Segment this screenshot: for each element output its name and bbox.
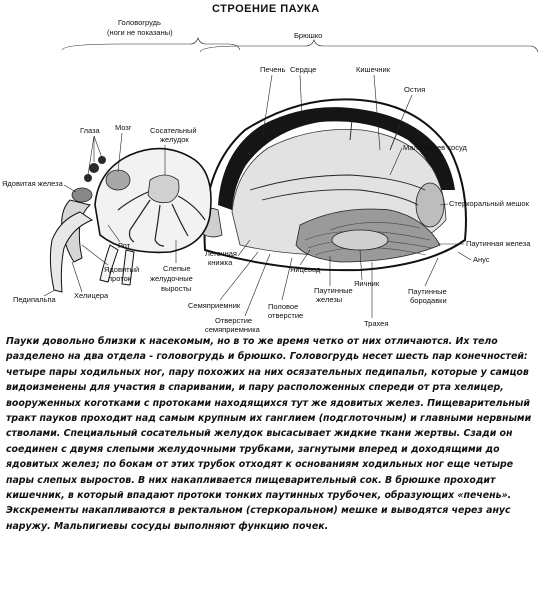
label-blind-outgrowths-2: желудочные xyxy=(150,274,193,283)
label-genital-opening-2: отверстие xyxy=(268,311,303,320)
blind-outgrowths xyxy=(117,191,206,247)
label-oviduct: Яйцевод xyxy=(290,265,321,274)
label-book-lung-1: Легочная xyxy=(205,249,237,258)
stercoral-sac xyxy=(415,182,445,228)
label-anus: Анус xyxy=(473,255,490,264)
label-blind-outgrowths-3: выросты xyxy=(161,284,191,293)
label-receptacle-opening-2: семяприемника xyxy=(205,325,261,334)
abdomen-bracket xyxy=(199,39,539,53)
label-silk-glands-2: железы xyxy=(316,295,342,304)
label-receptacle: Семяприемник xyxy=(188,301,241,310)
label-heart: Сердце xyxy=(290,65,316,74)
label-spinnerets-2: бородавки xyxy=(410,296,447,305)
legs-stubs xyxy=(99,244,135,286)
diagram-title: СТРОЕНИЕ ПАУКА xyxy=(212,3,320,15)
abdomen-label: Брюшко xyxy=(294,31,322,40)
label-liver: Печень xyxy=(260,65,286,74)
label-spinning-gland: Паутинная железа xyxy=(466,239,531,248)
heart-band xyxy=(218,107,455,210)
spider-body xyxy=(49,98,467,293)
label-sucking-stomach-2: желудок xyxy=(160,135,189,144)
label-book-lung-2: книжка xyxy=(208,258,233,267)
label-malpighian: Мальпигиев сосуд xyxy=(403,143,467,152)
label-pedipalp: Педипальпа xyxy=(13,295,57,304)
label-mouth: Рот xyxy=(118,241,131,250)
description-paragraph: Пауки довольно близки к насекомым, но в … xyxy=(6,336,532,532)
eyes xyxy=(84,156,106,182)
label-silk-glands-1: Паутинные xyxy=(314,286,353,295)
cephalothorax-note: (ноги не показаны) xyxy=(107,28,173,37)
label-ostia: Остия xyxy=(404,85,425,94)
label-stercoral: Стеркоральный мешок xyxy=(449,199,530,208)
label-blind-outgrowths-1: Слепые xyxy=(163,264,191,273)
label-chelicera: Хелицера xyxy=(74,291,109,300)
label-genital-opening-1: Половое xyxy=(268,302,298,311)
cephalothorax-label: Головогрудь xyxy=(118,18,161,27)
label-venom-duct-2: проток xyxy=(108,274,132,283)
label-sucking-stomach-1: Сосательный xyxy=(150,126,197,135)
ovary xyxy=(331,229,389,251)
intestine-lines xyxy=(249,119,426,206)
label-spinnerets-1: Паутинные xyxy=(408,287,447,296)
label-receptacle-opening-1: Отверстие xyxy=(215,316,252,325)
brain xyxy=(105,169,131,191)
description-text: Пауки довольно близки к насекомым, но в … xyxy=(6,334,543,594)
label-trachea: Трахея xyxy=(364,319,388,328)
label-ovary: Яичник xyxy=(354,279,380,288)
label-brain: Мозг xyxy=(115,123,132,132)
cephalothorax-bracket xyxy=(61,37,241,51)
cephalothorax-outline xyxy=(94,147,212,254)
label-intestine: Кишечник xyxy=(356,65,391,74)
spider-anatomy-diagram: СТРОЕНИЕ ПАУКА Головогрудь (ноги не пока… xyxy=(2,3,539,334)
label-venom-gland: Ядовитая железа xyxy=(2,179,64,188)
sucking-stomach xyxy=(147,174,180,204)
label-venom-duct-1: Ядовитый xyxy=(104,265,139,274)
venom-gland xyxy=(71,187,93,203)
pedipalp xyxy=(49,211,94,293)
label-eyes: Глаза xyxy=(80,126,101,135)
